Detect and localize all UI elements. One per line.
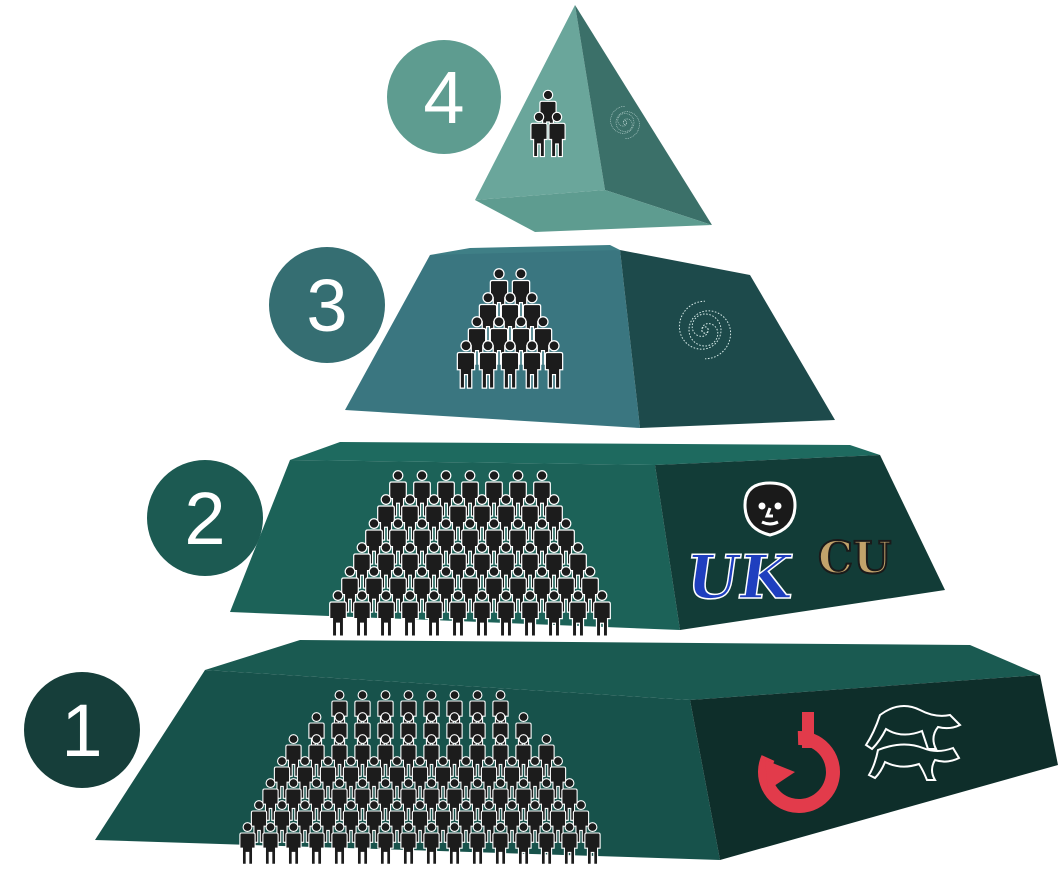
- tier-1-badge: [24, 672, 140, 788]
- uk-logo-icon: UK: [681, 542, 799, 614]
- tier-2-side-face: [655, 455, 945, 630]
- tier-1-side-face: [690, 675, 1058, 860]
- tier-3-label: 3: [306, 264, 347, 347]
- tier-2-top-face: [290, 442, 880, 465]
- tier-3: 3: [269, 245, 835, 428]
- tier-1: 1: [24, 640, 1058, 865]
- tier-3-badge: [269, 247, 385, 363]
- cu-logo-icon: CU: [817, 532, 892, 585]
- red-circle-logo-icon: [758, 712, 840, 813]
- tier-4: 4: [387, 5, 712, 232]
- tier-2-label: 2: [184, 477, 225, 560]
- tier-4-label: 4: [423, 56, 464, 139]
- tier-4-bottom-face: [475, 190, 712, 232]
- tier-2-badge: [147, 460, 263, 576]
- horses-logo-icon: [864, 705, 962, 781]
- tier-4-side-face: [575, 5, 712, 225]
- tier-4-badge: [387, 40, 501, 154]
- svg-text:CU: CU: [818, 533, 891, 584]
- tier-3-side-face: [620, 250, 835, 428]
- tier-1-label: 1: [61, 689, 102, 772]
- svg-text:UK: UK: [682, 542, 799, 613]
- tier-1-top-face: [205, 640, 1040, 700]
- tier-2: UK CU 2: [147, 442, 945, 637]
- face-logo-icon: [743, 481, 797, 537]
